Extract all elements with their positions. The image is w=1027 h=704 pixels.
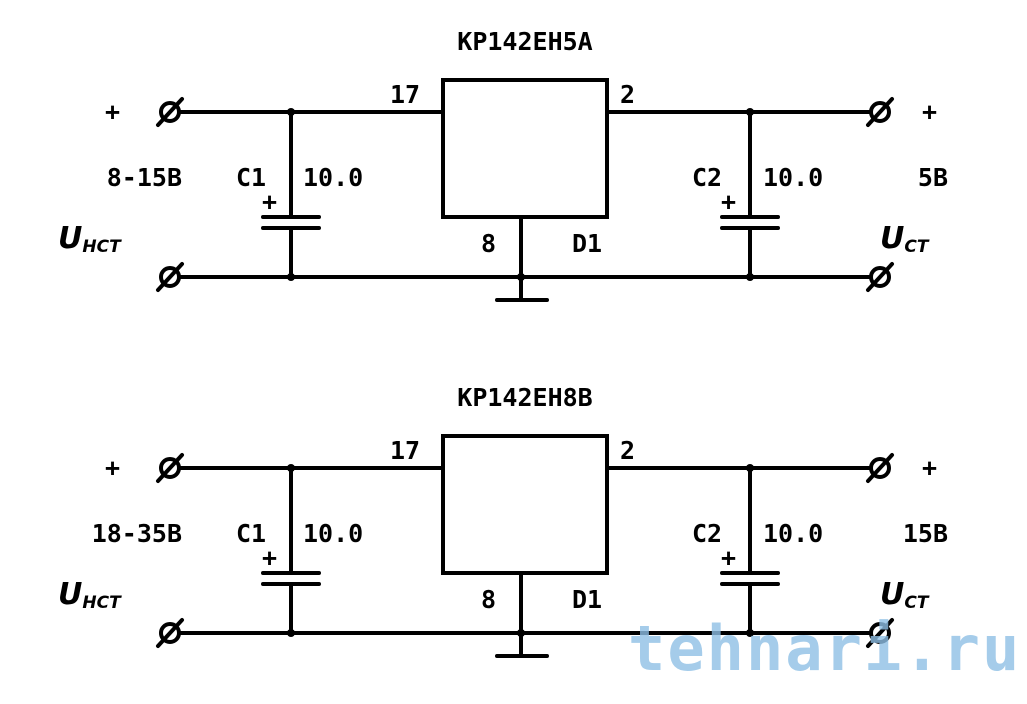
wires [178, 110, 872, 279]
pin-ground-label: 8 [481, 229, 496, 258]
output-voltage-label: 5B [918, 163, 948, 192]
input-voltage-symbol: UНСТ [58, 221, 122, 257]
output-plus-terminal [866, 453, 894, 483]
output-plus-sign: + [922, 97, 937, 126]
output-plus-terminal [866, 97, 894, 127]
chip-designator: D1 [572, 229, 602, 258]
output-plus-sign: + [922, 453, 937, 482]
pin-input-label: 17 [390, 436, 420, 465]
input-voltage-label: 18-35B [92, 519, 182, 548]
input-voltage-symbol: UНСТ [58, 577, 122, 613]
output-symbol-main: U [880, 577, 904, 612]
output-symbol-sub: СТ [904, 237, 929, 257]
c1-name: C1 [236, 519, 266, 548]
c2-name: C2 [692, 163, 722, 192]
capacitor-c1 [261, 108, 321, 281]
output-symbol-main: U [880, 221, 904, 256]
input-symbol-sub: НСТ [82, 593, 122, 613]
input-symbol-main: U [58, 221, 82, 256]
output-voltage-label: 15B [903, 519, 948, 548]
capacitor-c2 [720, 108, 780, 281]
regulator-chip [441, 78, 609, 219]
c2-polarity: + [721, 543, 736, 572]
pin-output-label: 2 [620, 80, 635, 109]
output-minus-terminal [866, 262, 894, 292]
output-voltage-symbol: UСТ [880, 221, 930, 257]
capacitor-c1 [261, 464, 321, 637]
c2-name: C2 [692, 519, 722, 548]
regulator-chip [441, 434, 609, 575]
output-minus-terminal [866, 618, 894, 648]
junction-dot [517, 273, 525, 281]
c2-value: 10.0 [763, 519, 823, 548]
input-plus-terminal [156, 453, 184, 483]
ground-symbol [495, 571, 549, 658]
c1-polarity: + [262, 543, 277, 572]
capacitor-c2 [720, 464, 780, 637]
input-plus-sign: + [105, 97, 120, 126]
c1-polarity: + [262, 187, 277, 216]
output-voltage-symbol: UСТ [880, 577, 930, 613]
input-plus-sign: + [105, 453, 120, 482]
chip-part-number: KP142EH8B [457, 383, 592, 412]
chip-designator: D1 [572, 585, 602, 614]
c1-name: C1 [236, 163, 266, 192]
junction-dot [517, 629, 525, 637]
pin-ground-label: 8 [481, 585, 496, 614]
input-minus-terminal [156, 262, 184, 292]
output-symbol-sub: СТ [904, 593, 929, 613]
input-symbol-main: U [58, 577, 82, 612]
wires [178, 466, 872, 635]
pin-input-label: 17 [390, 80, 420, 109]
pin-output-label: 2 [620, 436, 635, 465]
input-voltage-label: 8-15B [107, 163, 182, 192]
chip-part-number: KP142EH5A [457, 27, 592, 56]
c1-value: 10.0 [303, 519, 363, 548]
ground-symbol [495, 215, 549, 302]
c2-value: 10.0 [763, 163, 823, 192]
input-plus-terminal [156, 97, 184, 127]
c2-polarity: + [721, 187, 736, 216]
watermark: tehnari.ru [628, 612, 1021, 685]
input-symbol-sub: НСТ [82, 237, 122, 257]
c1-value: 10.0 [303, 163, 363, 192]
input-minus-terminal [156, 618, 184, 648]
